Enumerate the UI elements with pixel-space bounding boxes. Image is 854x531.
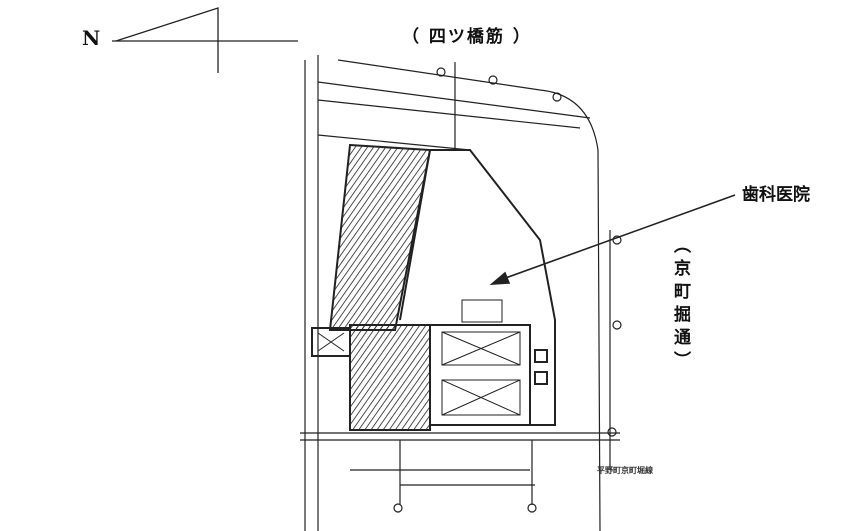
clinic-label: 歯科医院: [742, 185, 810, 205]
street-label-right: （京町掘通）: [670, 236, 690, 374]
leader-arrow: [489, 194, 736, 285]
north-label: N: [82, 26, 101, 50]
street-label-bottom: 平野町京町堀線: [597, 466, 653, 475]
grid-markers: [393, 67, 622, 513]
north-arrow: [112, 7, 298, 73]
street-label-top: （ 四ツ橋筋 ）: [402, 27, 532, 47]
building: [311, 143, 556, 431]
site-outline: [300, 55, 620, 531]
